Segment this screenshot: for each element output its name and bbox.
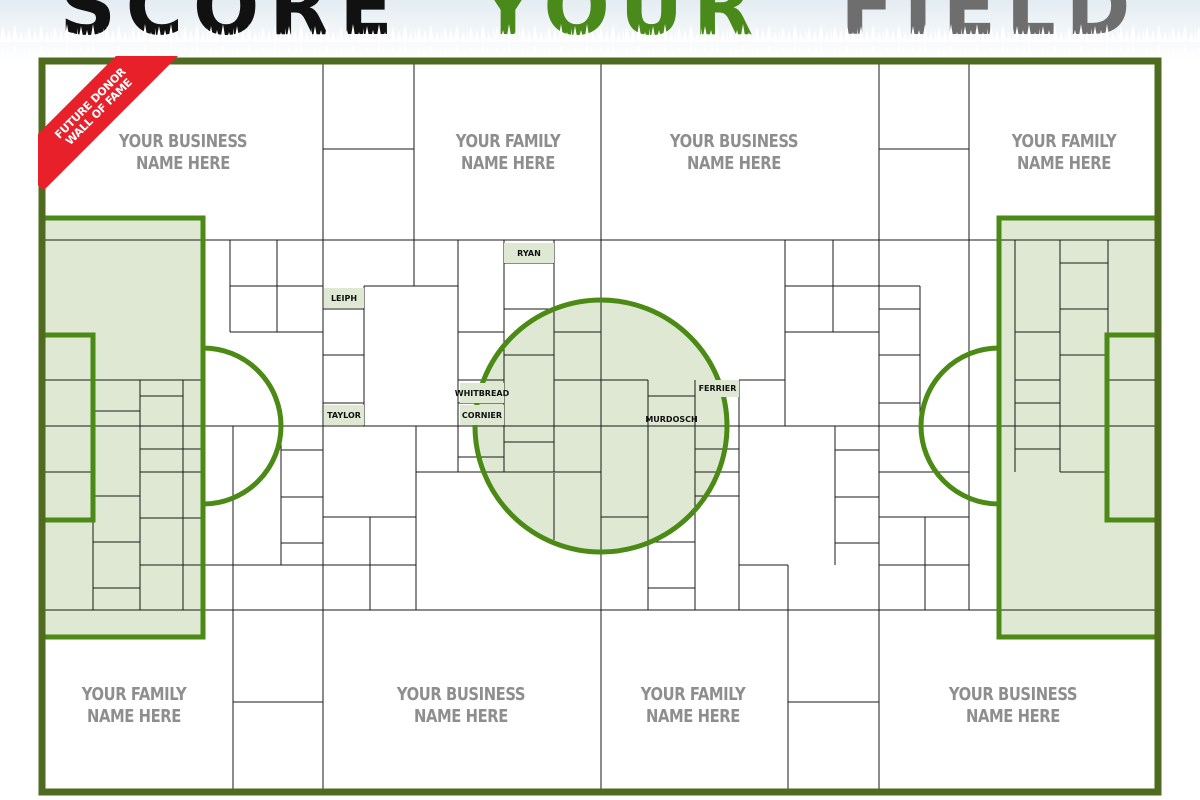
placeholder-top-family-1: YOUR FAMILY NAME HERE [455, 131, 561, 175]
donor-plot-murdosch: MURDOSCH [645, 414, 698, 424]
corner-ribbon: FUTURE DONOR WALL OF FAME [38, 56, 178, 196]
header-title-banner: SCORE YOUR FIELD [0, 0, 1200, 52]
placeholder-bottom-left-family: YOUR FAMILY NAME HERE [81, 684, 187, 728]
donor-plot-leiph: LEIPH [324, 288, 364, 308]
right-penalty-area-fill [999, 218, 1155, 637]
placeholder-line2: NAME HERE [1017, 153, 1111, 174]
placeholder-bottom-right-business: YOUR BUSINESS NAME HERE [948, 684, 1078, 728]
placeholder-line1: YOUR BUSINESS [948, 684, 1078, 705]
placeholder-line2: NAME HERE [687, 153, 781, 174]
placeholder-line2: NAME HERE [646, 706, 740, 727]
left-penalty-area-fill [45, 218, 203, 637]
placeholder-top-right-family: YOUR FAMILY NAME HERE [1011, 131, 1117, 175]
placeholder-top-business-2: YOUR BUSINESS NAME HERE [669, 131, 799, 175]
placeholder-bottom-family-2: YOUR FAMILY NAME HERE [640, 684, 746, 728]
placeholder-top-left-business: YOUR BUSINESS NAME HERE [118, 131, 248, 175]
placeholder-line2: NAME HERE [136, 153, 230, 174]
grass-edge-decoration [0, 22, 1200, 52]
placeholder-line1: YOUR BUSINESS [396, 684, 526, 705]
placeholder-line2: NAME HERE [414, 706, 508, 727]
ribbon-line1: FUTURE DONOR [52, 65, 129, 142]
placeholder-line1: YOUR FAMILY [640, 684, 746, 705]
future-donor-ribbon: FUTURE DONOR WALL OF FAME [38, 56, 178, 191]
placeholder-line2: NAME HERE [461, 153, 555, 174]
donor-plot-whitbread: WHITBREAD [455, 383, 509, 403]
donor-plot-ryan: RYAN [504, 243, 554, 263]
center-circle [472, 297, 730, 555]
placeholder-line1: YOUR BUSINESS [669, 131, 799, 152]
placeholder-bottom-business-1: YOUR BUSINESS NAME HERE [396, 684, 526, 728]
donor-plot-ferrier: FERRIER [696, 380, 739, 397]
placeholder-line1: YOUR FAMILY [1011, 131, 1117, 152]
field-outer-border [38, 57, 1162, 796]
donor-plot-cornier: CORNIER [460, 405, 504, 425]
donor-plot-taylor: TAYLOR [324, 405, 364, 425]
placeholder-line1: YOUR FAMILY [81, 684, 187, 705]
placeholder-line2: NAME HERE [966, 706, 1060, 727]
right-penalty-arc [918, 345, 1000, 507]
pitch-area-fills [45, 218, 1155, 637]
placeholder-line2: NAME HERE [87, 706, 181, 727]
placeholder-line1: YOUR BUSINESS [118, 131, 248, 152]
placeholder-line1: YOUR FAMILY [455, 131, 561, 152]
left-penalty-arc [202, 345, 284, 507]
